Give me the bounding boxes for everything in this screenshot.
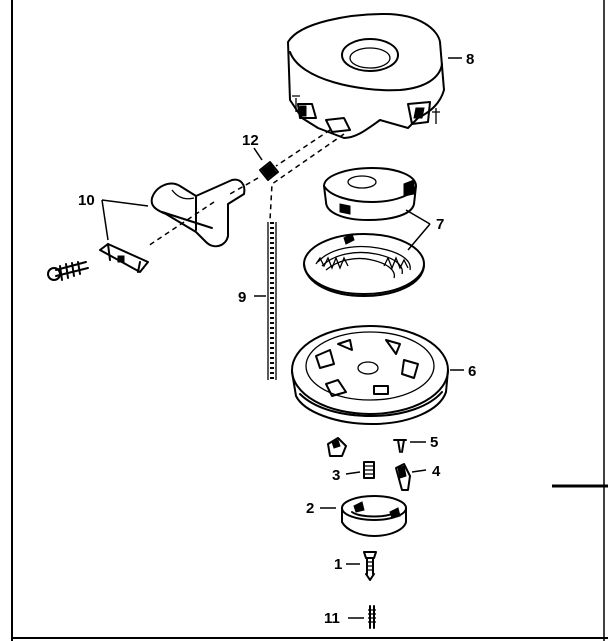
assembly-line-housing-handle	[147, 129, 331, 247]
leader-3	[345, 471, 361, 475]
spring-3-part	[363, 461, 375, 479]
callout-9: 9	[238, 289, 246, 306]
insert-part	[259, 161, 279, 181]
pawl-4-part	[395, 463, 411, 491]
pulley-part	[291, 325, 449, 425]
pawl-small-part	[327, 437, 347, 457]
housing-part	[287, 13, 445, 139]
callout-11: 11	[324, 610, 340, 627]
assembly-line-housing-rope	[269, 133, 345, 221]
callout-7: 7	[436, 216, 444, 233]
recoil-spring-upper-part	[323, 167, 417, 221]
callout-8: 8	[466, 51, 474, 68]
leader-12	[253, 147, 263, 161]
pin-5-part	[393, 439, 407, 453]
leader-7a	[405, 209, 431, 225]
handle-clip-part	[99, 243, 149, 273]
callout-2: 2	[306, 500, 314, 517]
retainer-part	[341, 495, 407, 537]
callout-5: 5	[430, 434, 438, 451]
callout-3: 3	[332, 467, 340, 484]
screw-part	[47, 261, 89, 281]
callout-1: 1	[334, 556, 342, 573]
recoil-spring-lower-part	[303, 233, 425, 297]
pin-11-part	[368, 605, 376, 629]
handle-part	[150, 178, 246, 248]
leader-10b	[101, 199, 109, 241]
callout-6: 6	[468, 363, 476, 380]
callout-12: 12	[242, 132, 259, 149]
rope-part	[267, 222, 277, 380]
callout-4: 4	[432, 463, 441, 480]
leader-10a	[101, 199, 149, 207]
leader-4	[411, 469, 427, 473]
callout-10: 10	[78, 192, 95, 209]
leader-7b	[407, 223, 431, 251]
screw-1-part	[363, 551, 377, 581]
